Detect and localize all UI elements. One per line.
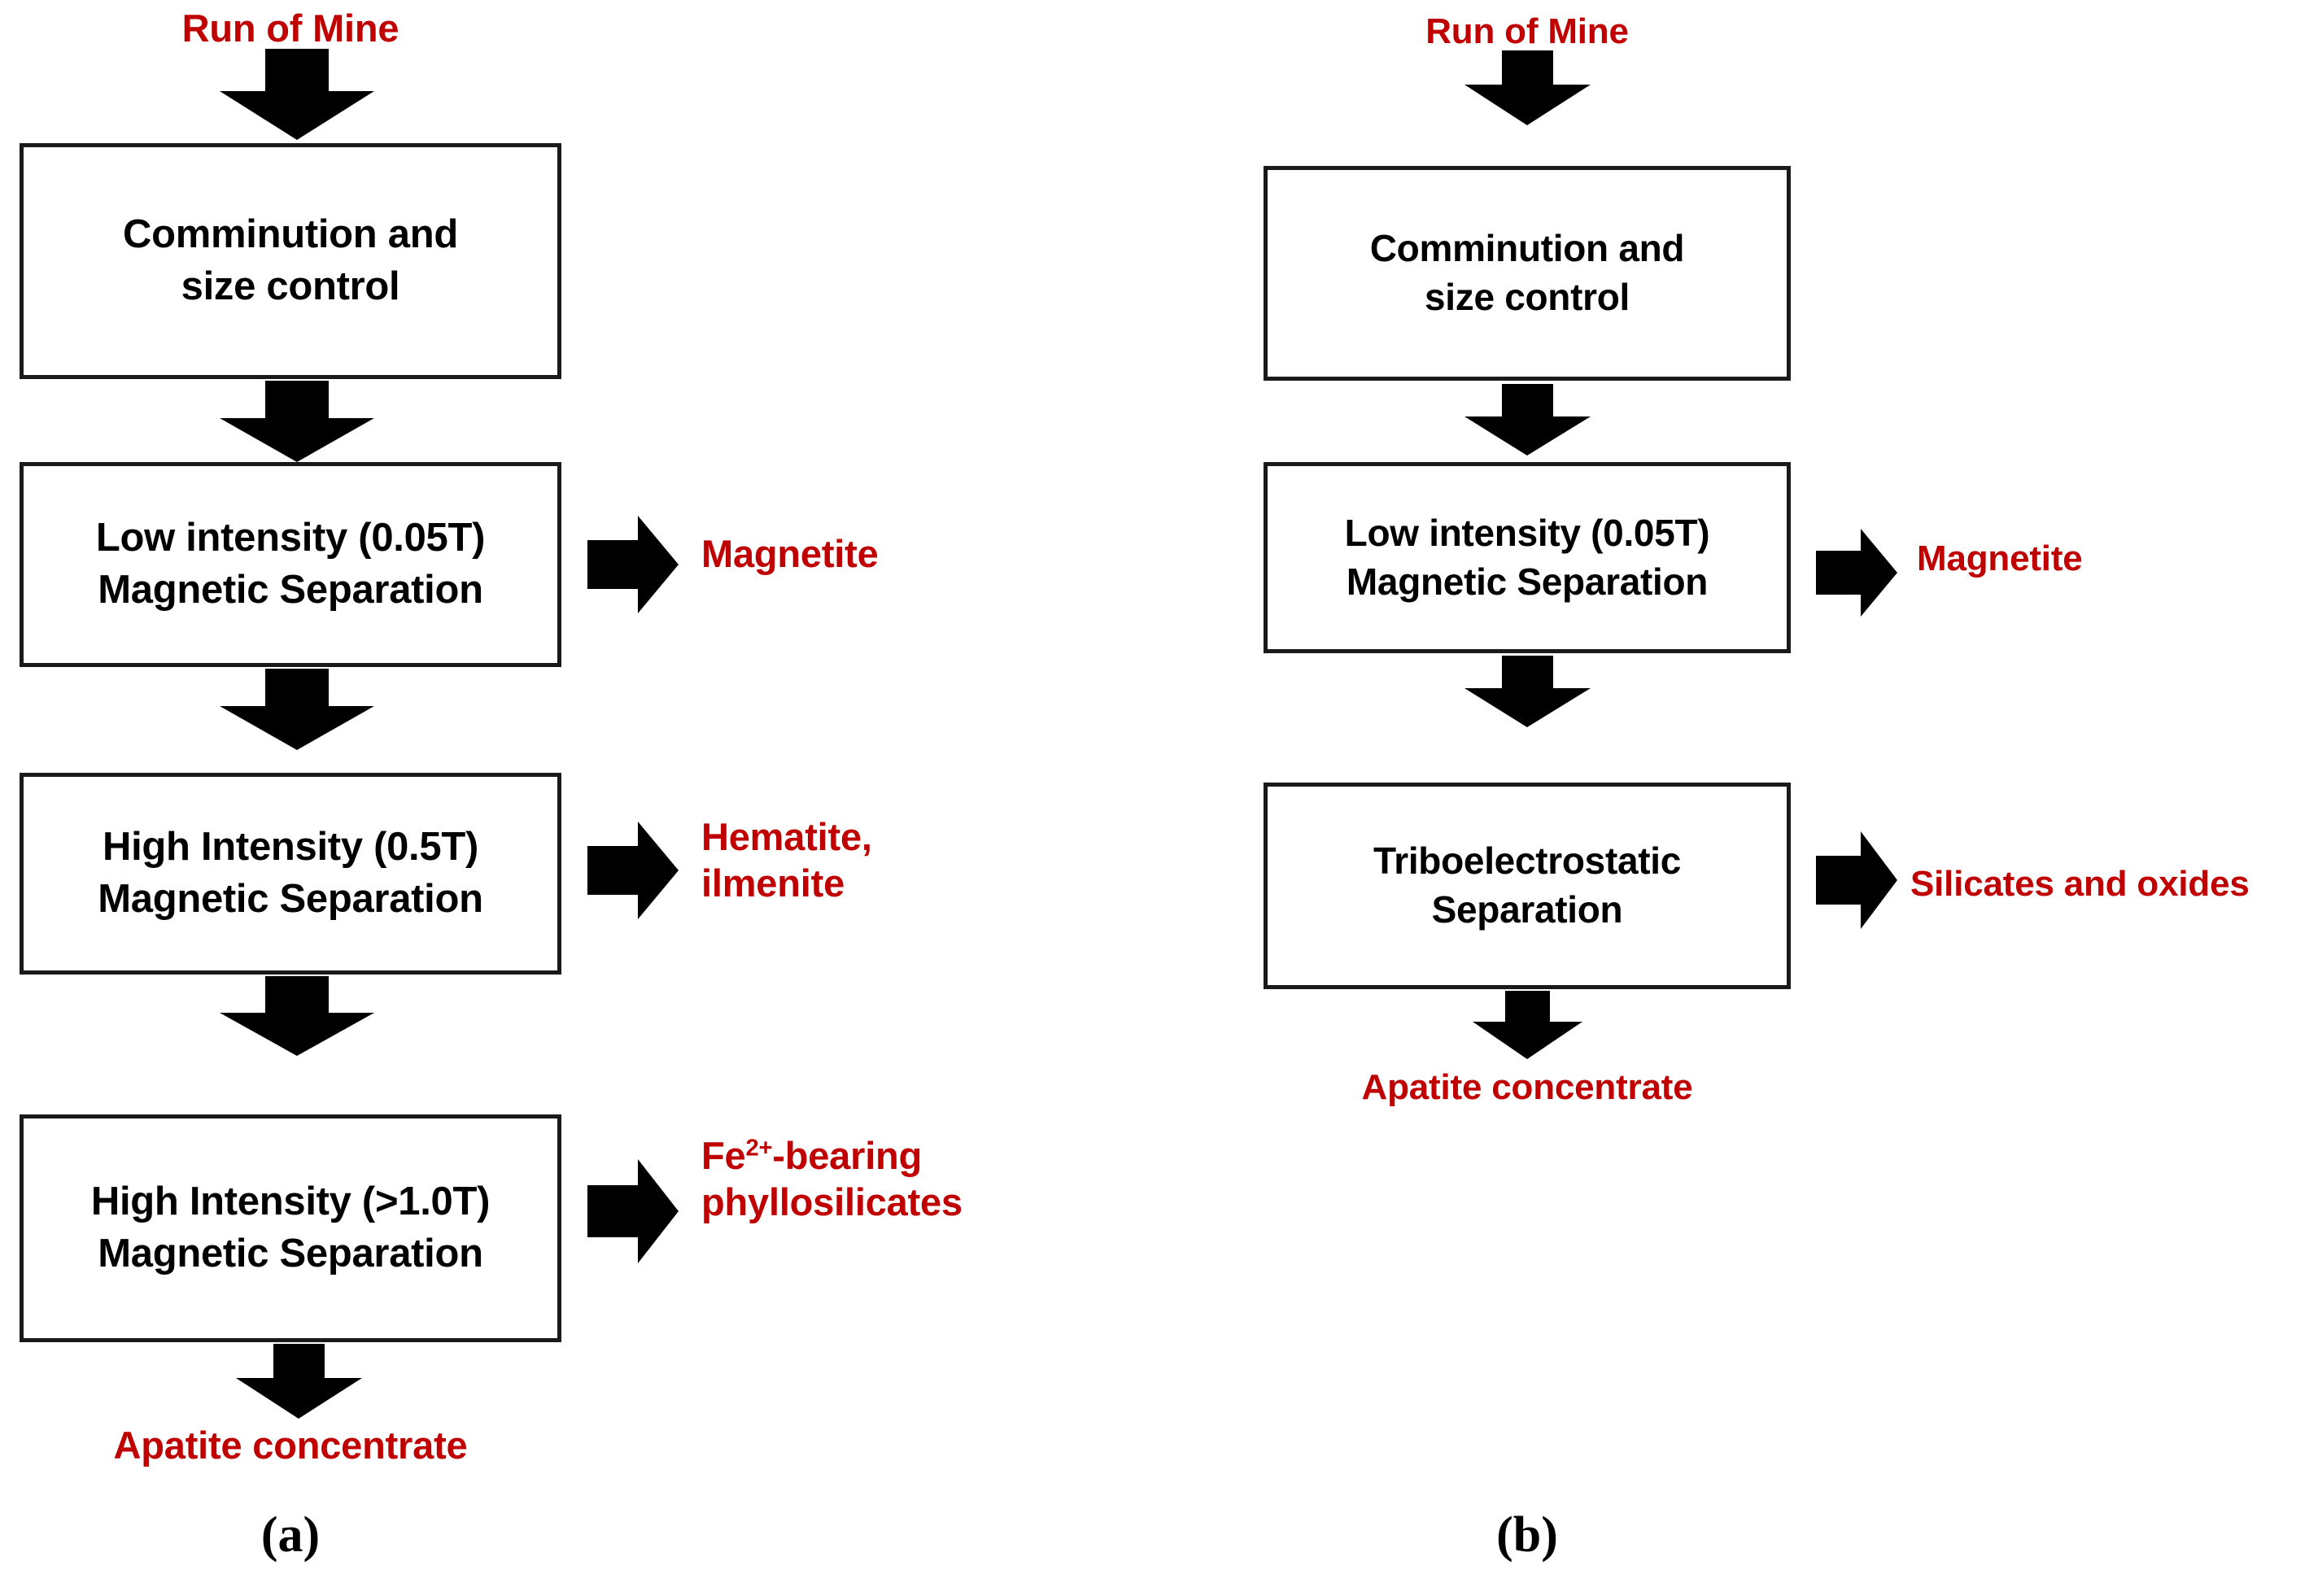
panel-b-feed-label: Run of Mine bbox=[1425, 11, 1629, 51]
panel-a-arrow-lims-product bbox=[587, 516, 679, 613]
panel-a-arrow-whims10-to-apatite bbox=[236, 1344, 362, 1419]
panel-b-arrow-feed-to-comminution bbox=[1464, 50, 1591, 125]
panel-a-arrow-whims05-to-whims10 bbox=[220, 976, 374, 1056]
panel-b-step-lims[interactable]: Low intensity (0.05T) Magnetic Separatio… bbox=[1264, 462, 1791, 653]
panel-b-arrow-lims-product bbox=[1816, 529, 1897, 617]
panel-b-arrow-lims-to-tribo bbox=[1464, 656, 1591, 727]
panel-b-step-comminution[interactable]: Comminution and size control bbox=[1264, 166, 1791, 381]
panel-b-step-tribo[interactable]: Triboelectrostatic Separation bbox=[1264, 783, 1791, 989]
panel-b-final-product: Apatite concentrate bbox=[1361, 1067, 1693, 1107]
panel-b-arrow-tribo-to-apatite bbox=[1473, 991, 1582, 1059]
panel-a-arrow-whims05-product bbox=[587, 822, 679, 919]
panel-a-product-hematite-ilmenite: Hematite, ilmenite bbox=[701, 815, 872, 905]
panel-a-step-lims[interactable]: Low intensity (0.05T) Magnetic Separatio… bbox=[20, 462, 561, 667]
panel-a-step-whims-05-label: High Intensity (0.5T) Magnetic Separatio… bbox=[98, 825, 483, 921]
panel-a-caption: (a) bbox=[260, 1507, 321, 1563]
panel-a-step-lims-label: Low intensity (0.05T) Magnetic Separatio… bbox=[95, 516, 486, 612]
panel-a-step-whims-10-label: High Intensity (>1.0T) Magnetic Separati… bbox=[90, 1180, 491, 1275]
panel-b-caption: (b) bbox=[1496, 1507, 1558, 1563]
panel-b-arrow-comminution-to-lims bbox=[1464, 384, 1591, 456]
panel-a-step-comminution[interactable]: Comminution and size control bbox=[20, 143, 561, 379]
panel-a-step-whims-10[interactable]: High Intensity (>1.0T) Magnetic Separati… bbox=[20, 1114, 561, 1342]
panel-b-arrow-tribo-product bbox=[1816, 831, 1897, 929]
panel-b-step-lims-label: Low intensity (0.05T) Magnetic Separatio… bbox=[1344, 511, 1710, 603]
panel-a-feed-label: Run of Mine bbox=[181, 7, 399, 50]
panel-b-step-tribo-label: Triboelectrostatic Separation bbox=[1373, 839, 1682, 931]
panel-b-product-magnetite: Magnetite bbox=[1917, 539, 2083, 578]
panel-a-arrow-comminution-to-lims bbox=[220, 381, 374, 462]
panel-a-arrow-feed-to-comminution bbox=[220, 49, 374, 140]
panel-a-step-whims-05[interactable]: High Intensity (0.5T) Magnetic Separatio… bbox=[20, 773, 561, 975]
panel-a-final-product: Apatite concentrate bbox=[113, 1424, 468, 1467]
panel-b-step-comminution-label: Comminution and size control bbox=[1369, 227, 1685, 318]
panel-a-arrow-lims-to-whims05 bbox=[220, 669, 374, 750]
panel-a-product-magnetite: Magnetite bbox=[701, 532, 879, 575]
panel-a-step-comminution-label: Comminution and size control bbox=[123, 212, 458, 308]
panel-a-arrow-whims10-product bbox=[587, 1159, 679, 1263]
panel-b-product-silicates-and-oxides: Silicates and oxides bbox=[1910, 864, 2250, 904]
